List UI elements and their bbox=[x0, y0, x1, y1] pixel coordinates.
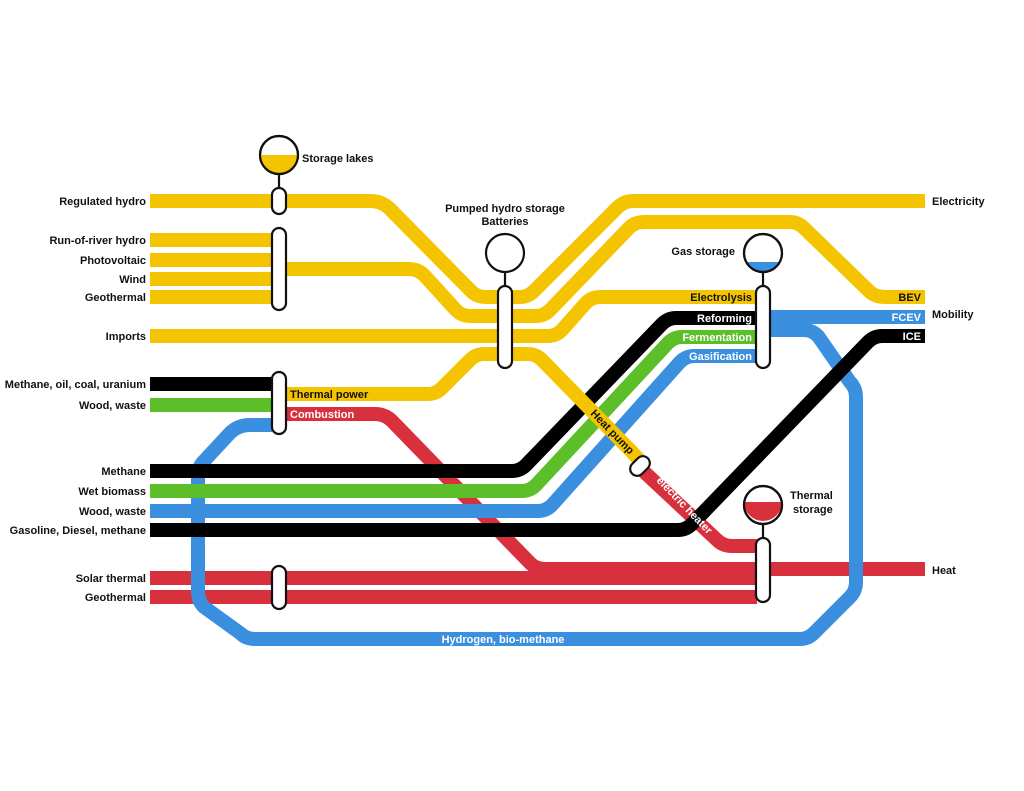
gas-storage-hub bbox=[754, 284, 772, 370]
label-combustion: Combustion bbox=[290, 409, 354, 421]
label-methane: Methane bbox=[101, 466, 146, 478]
storage-lakes-tank bbox=[258, 134, 300, 190]
label-bev: BEV bbox=[898, 292, 921, 304]
label-electricity: Electricity bbox=[932, 196, 985, 208]
label-fermentation: Fermentation bbox=[682, 332, 752, 344]
label-wind: Wind bbox=[119, 274, 146, 286]
electric-heater-line bbox=[635, 462, 757, 553]
label-ice: ICE bbox=[903, 331, 921, 343]
label-reforming: Reforming bbox=[697, 313, 752, 325]
label-thermal-storage-2: storage bbox=[793, 504, 833, 516]
label-wet-biomass: Wet biomass bbox=[78, 486, 146, 498]
label-wood-waste-1: Wood, waste bbox=[79, 400, 146, 412]
thermal-storage-tank bbox=[742, 484, 784, 540]
thermal-power-line bbox=[272, 347, 505, 401]
electricity-lines bbox=[150, 194, 925, 466]
label-solar-thermal: Solar thermal bbox=[76, 573, 146, 585]
label-wood-waste-2: Wood, waste bbox=[79, 506, 146, 518]
label-regulated-hydro: Regulated hydro bbox=[59, 196, 146, 208]
heat-pump-hub bbox=[629, 455, 651, 477]
thermal-storage-hub bbox=[754, 536, 772, 604]
label-heat: Heat bbox=[932, 565, 956, 577]
gas-storage-tank bbox=[742, 232, 784, 288]
pumped-hydro-tank bbox=[484, 232, 526, 288]
label-run-of-river: Run-of-river hydro bbox=[49, 235, 146, 247]
label-thermal-storage-1: Thermal bbox=[790, 490, 833, 502]
source-labels: Regulated hydro Run-of-river hydro Photo… bbox=[5, 196, 146, 604]
fossil-lines bbox=[150, 311, 925, 537]
electricity-out-line bbox=[505, 194, 925, 304]
bev-line bbox=[505, 215, 925, 323]
ice-line bbox=[150, 329, 925, 537]
label-geothermal-heat: Geothermal bbox=[85, 592, 146, 604]
label-fcev: FCEV bbox=[892, 312, 922, 324]
renewables-hub bbox=[270, 226, 288, 312]
label-batteries: Batteries bbox=[481, 216, 528, 228]
label-gas-storage: Gas storage bbox=[671, 246, 735, 258]
label-photovoltaic: Photovoltaic bbox=[80, 255, 146, 267]
label-electrolysis: Electrolysis bbox=[690, 292, 752, 304]
label-mobility: Mobility bbox=[932, 309, 974, 321]
pumped-hydro-hub bbox=[496, 284, 514, 370]
label-gasification: Gasification bbox=[689, 351, 752, 363]
label-imports: Imports bbox=[106, 331, 146, 343]
regulated-hydro-line bbox=[150, 194, 505, 304]
electrolysis-line bbox=[505, 290, 762, 343]
label-hydrogen-biomethane: Hydrogen, bio-methane bbox=[442, 634, 565, 646]
label-fuels: Gasoline, Diesel, methane bbox=[10, 525, 146, 537]
label-storage-lakes: Storage lakes bbox=[302, 153, 374, 165]
regulated-hydro-hub bbox=[270, 186, 288, 216]
solar-geothermal-hub bbox=[270, 564, 288, 611]
label-fossil-nuclear: Methane, oil, coal, uranium bbox=[5, 379, 146, 391]
reforming-line bbox=[150, 311, 762, 478]
label-pumped-hydro: Pumped hydro storage bbox=[445, 203, 565, 215]
label-geothermal-el: Geothermal bbox=[85, 292, 146, 304]
renewables-to-pumped-line bbox=[278, 262, 505, 323]
thermal-power-hub bbox=[270, 370, 288, 436]
label-thermal-power: Thermal power bbox=[290, 389, 369, 401]
hydrogen-loop-line bbox=[191, 323, 863, 646]
